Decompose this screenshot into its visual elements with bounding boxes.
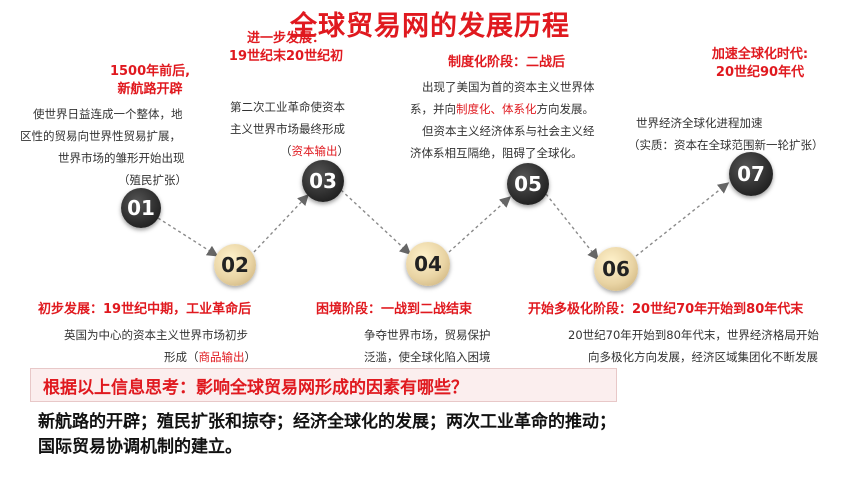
connector-04-05 <box>448 196 512 253</box>
stage-04-heading: 困境阶段：一战到二战结束 <box>316 302 473 317</box>
stage-05-text: 出现了美国为首的资本主义世界体 系，并向制度化、体系化方向发展。 但资本主义经济… <box>410 80 595 160</box>
stage-node-03: 03 <box>302 160 344 202</box>
stage-07-text: 世界经济全球化进程加速 （实质：资本在全球范围新一轮扩张） <box>628 116 824 152</box>
question-box: 根据以上信息思考：影响全球贸易网形成的因素有哪些？ <box>30 368 617 402</box>
stage-node-06: 06 <box>594 247 638 291</box>
question-text: 根据以上信息思考：影响全球贸易网形成的因素有哪些？ <box>43 378 468 398</box>
connector-03-04 <box>340 189 412 255</box>
connector-06-07 <box>635 182 730 257</box>
stage-02-heading: 初步发展：19世纪中期，工业革命后 <box>38 302 252 317</box>
answer-text: 新航路的开辟；殖民扩张和掠夺；经济全球化的发展；两次工业革命的推动； 国际贸易协… <box>38 412 616 457</box>
connector-05-06 <box>545 193 599 261</box>
connector-01-02 <box>157 217 219 257</box>
stage-03-text: 第二次工业革命使资本 主义世界市场最终形成 （资本输出） <box>230 100 349 158</box>
page-title: 全球贸易网的发展历程 <box>290 11 570 42</box>
stage-07-heading: 加速全球化时代:20世纪90年代 <box>711 47 809 80</box>
stage-node-07: 07 <box>729 152 773 196</box>
stage-node-04: 04 <box>406 242 450 286</box>
stage-01-text: 使世界日益连成一个整体，地 区性的贸易向世界性贸易扩展， 世界市场的雏形开始出现… <box>20 107 187 187</box>
stage-04-text: 争夺世界市场，贸易保护 泛滥，使全球化陷入困境 <box>364 328 491 364</box>
stage-node-05: 05 <box>507 163 549 205</box>
stage-node-01: 01 <box>121 188 161 228</box>
stage-06-heading: 开始多极化阶段：20世纪70年开始到80年代末 <box>528 302 804 317</box>
stage-03-heading: 进一步发展：19世纪末20世纪初 <box>228 31 344 64</box>
connector-02-03 <box>253 193 309 253</box>
stage-06-text: 20世纪70年开始到80年代末，世界经济格局开始 向多极化方向发展，经济区域集团… <box>568 328 819 364</box>
stage-05-heading: 制度化阶段：二战后 <box>448 55 566 70</box>
stage-node-02: 02 <box>214 244 256 286</box>
stage-01-heading: 1500年前后,新航路开辟 <box>109 64 191 97</box>
stage-02-text: 英国为中心的资本主义世界市场初步 形成（商品输出） <box>64 328 256 364</box>
